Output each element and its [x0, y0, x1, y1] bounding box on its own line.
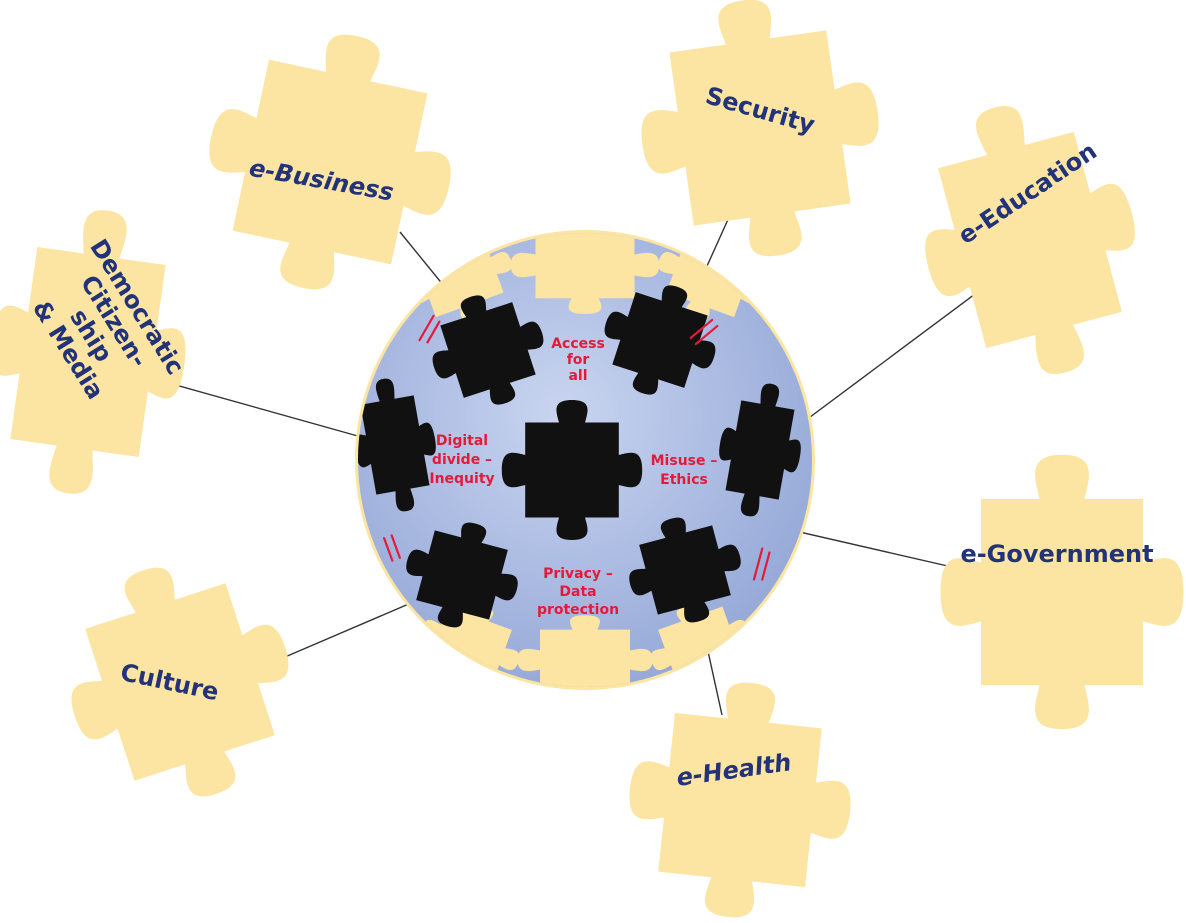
label-misuse: Misuse – Ethics	[651, 453, 718, 488]
label-digital-divide: Digital divide – Inequity	[429, 433, 494, 487]
svg-text:Data: Data	[559, 584, 596, 600]
e-business-piece	[184, 10, 476, 314]
svg-text:Inequity: Inequity	[429, 471, 494, 487]
e-government-piece	[940, 454, 1184, 730]
svg-text:Privacy –: Privacy –	[543, 566, 613, 582]
tiny-label-top-left	[418, 314, 441, 344]
e-education-piece	[892, 80, 1168, 400]
svg-text:Digital: Digital	[436, 433, 488, 449]
svg-text:for: for	[567, 352, 590, 368]
tiny-label-bottom-left	[383, 534, 401, 562]
tiny-label-bottom-right	[752, 547, 771, 581]
label-e-government: e-Government	[960, 540, 1153, 568]
globe-labels: Access for all Digital divide – Inequity…	[383, 314, 771, 618]
tiny-labels	[383, 314, 771, 581]
svg-text:Ethics: Ethics	[660, 472, 708, 488]
e-health-piece	[617, 671, 863, 923]
globe	[355, 230, 815, 690]
connector-culture	[284, 596, 426, 658]
security-piece	[624, 0, 896, 273]
tiny-label-top-right	[689, 318, 719, 346]
svg-text:divide –: divide –	[432, 452, 492, 468]
svg-text:protection: protection	[537, 602, 619, 618]
svg-text:Misuse –: Misuse –	[651, 453, 718, 469]
label-access: Access for all	[551, 336, 605, 384]
svg-text:Access: Access	[551, 336, 605, 352]
label-privacy: Privacy – Data protection	[537, 566, 619, 618]
svg-text:all: all	[568, 368, 587, 384]
